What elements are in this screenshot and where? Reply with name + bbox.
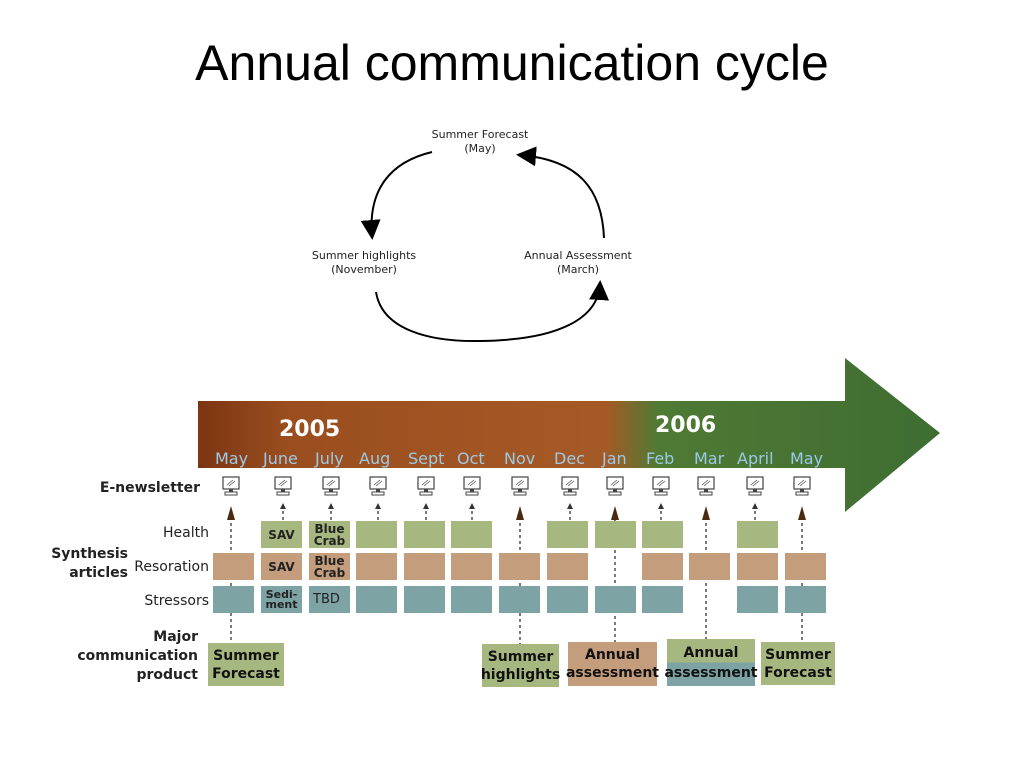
month-label: Nov xyxy=(504,449,536,468)
row-label-synthesis: Synthesis articles xyxy=(51,546,128,581)
row-label-resoration: Resoration xyxy=(134,559,209,575)
cycle-label-annual-assessment: Annual Assessment (March) xyxy=(524,249,632,276)
health-cell-aug xyxy=(356,521,397,548)
health-cell-oct xyxy=(451,521,492,548)
product-summer-forecast-2: Summer Forecast xyxy=(761,642,835,685)
stressors-cell-may2 xyxy=(785,586,826,613)
computer-icon xyxy=(793,476,811,496)
resoration-cell-oct xyxy=(451,553,492,580)
month-label: Mar xyxy=(694,449,725,468)
resoration-cell-april xyxy=(737,553,778,580)
cycle-arrow-top-right xyxy=(516,146,605,239)
computer-icon xyxy=(511,476,529,496)
month-label: May xyxy=(215,449,249,468)
stressors-cell-jan xyxy=(595,586,636,613)
health-cell-april xyxy=(737,521,778,548)
health-cell-july: Blue Crab xyxy=(309,521,350,548)
product-summer-forecast: Summer Forecast xyxy=(208,643,284,686)
computer-icon xyxy=(369,476,387,496)
product-annual-assessment-2-label: Annual assessment xyxy=(664,644,758,681)
computer-icon xyxy=(322,476,340,496)
cycle-label-summer-forecast: Summer Forecast (May) xyxy=(431,128,529,155)
health-cell-jan xyxy=(595,521,636,548)
resoration-cell-feb xyxy=(642,553,683,580)
cycle-label-summer-highlights: Summer highlights (November) xyxy=(311,249,417,276)
computer-icon xyxy=(652,476,670,496)
slide-title: Annual communication cycle xyxy=(195,35,829,91)
stressors-cell-nov xyxy=(499,586,540,613)
resoration-cell-may2 xyxy=(785,553,826,580)
row-label-stressors: Stressors xyxy=(144,593,209,609)
product-annual-assessment: Annual assessment xyxy=(566,642,659,686)
health-cell-june: SAV xyxy=(261,521,302,548)
cycle-arrow-top-left xyxy=(360,151,433,240)
computer-icon xyxy=(746,476,764,496)
stressors-cell-feb xyxy=(642,586,683,613)
computer-icon xyxy=(417,476,435,496)
health-cell-dec xyxy=(547,521,588,548)
computer-icon xyxy=(222,476,240,496)
stressors-cell-aug xyxy=(356,586,397,613)
stressors-cell-oct xyxy=(451,586,492,613)
stressors-cell-dec xyxy=(547,586,588,613)
month-label: Sept xyxy=(408,449,445,468)
year-2006: 2006 xyxy=(655,413,717,438)
cycle-diagram xyxy=(360,146,610,343)
computer-icon xyxy=(463,476,481,496)
month-label: April xyxy=(737,449,774,468)
month-label: Oct xyxy=(457,449,485,468)
stressors-cell-july: TBD xyxy=(309,586,350,613)
row-label-health: Health xyxy=(163,525,209,541)
computer-icon xyxy=(606,476,624,496)
month-label: Feb xyxy=(646,449,675,468)
computer-icon xyxy=(697,476,715,496)
computer-icon xyxy=(274,476,292,496)
resoration-cell-dec xyxy=(547,553,588,580)
month-label: May xyxy=(790,449,824,468)
resoration-cell-mar xyxy=(689,553,730,580)
resoration-cell-june: SAV xyxy=(261,553,302,580)
resoration-cell-july: Blue Crab xyxy=(309,553,350,580)
health-cell-sept xyxy=(404,521,445,548)
month-label: June xyxy=(263,449,298,468)
resoration-cell-may xyxy=(213,553,254,580)
row-label-enewsletter: E-newsletter xyxy=(99,480,200,496)
stressors-cell-sept xyxy=(404,586,445,613)
resoration-cell-aug xyxy=(356,553,397,580)
computer-icon xyxy=(561,476,579,496)
month-label: Jan xyxy=(602,449,627,468)
stressors-cell-april xyxy=(737,586,778,613)
month-label: Dec xyxy=(554,449,585,468)
year-2005: 2005 xyxy=(279,417,341,442)
month-label: July xyxy=(315,449,344,468)
month-label: Aug xyxy=(359,449,391,468)
health-cell-feb xyxy=(642,521,683,548)
product-annual-assessment-2 xyxy=(667,639,755,686)
product-summer-highlights: Summer highlights xyxy=(481,644,560,687)
stressors-cell-may xyxy=(213,586,254,613)
cycle-arrow-bottom xyxy=(375,280,610,343)
resoration-cell-nov xyxy=(499,553,540,580)
stressors-cell-june: Sedi- ment xyxy=(261,586,302,613)
resoration-cell-sept xyxy=(404,553,445,580)
row-label-major-product: Major communication product xyxy=(77,629,198,683)
